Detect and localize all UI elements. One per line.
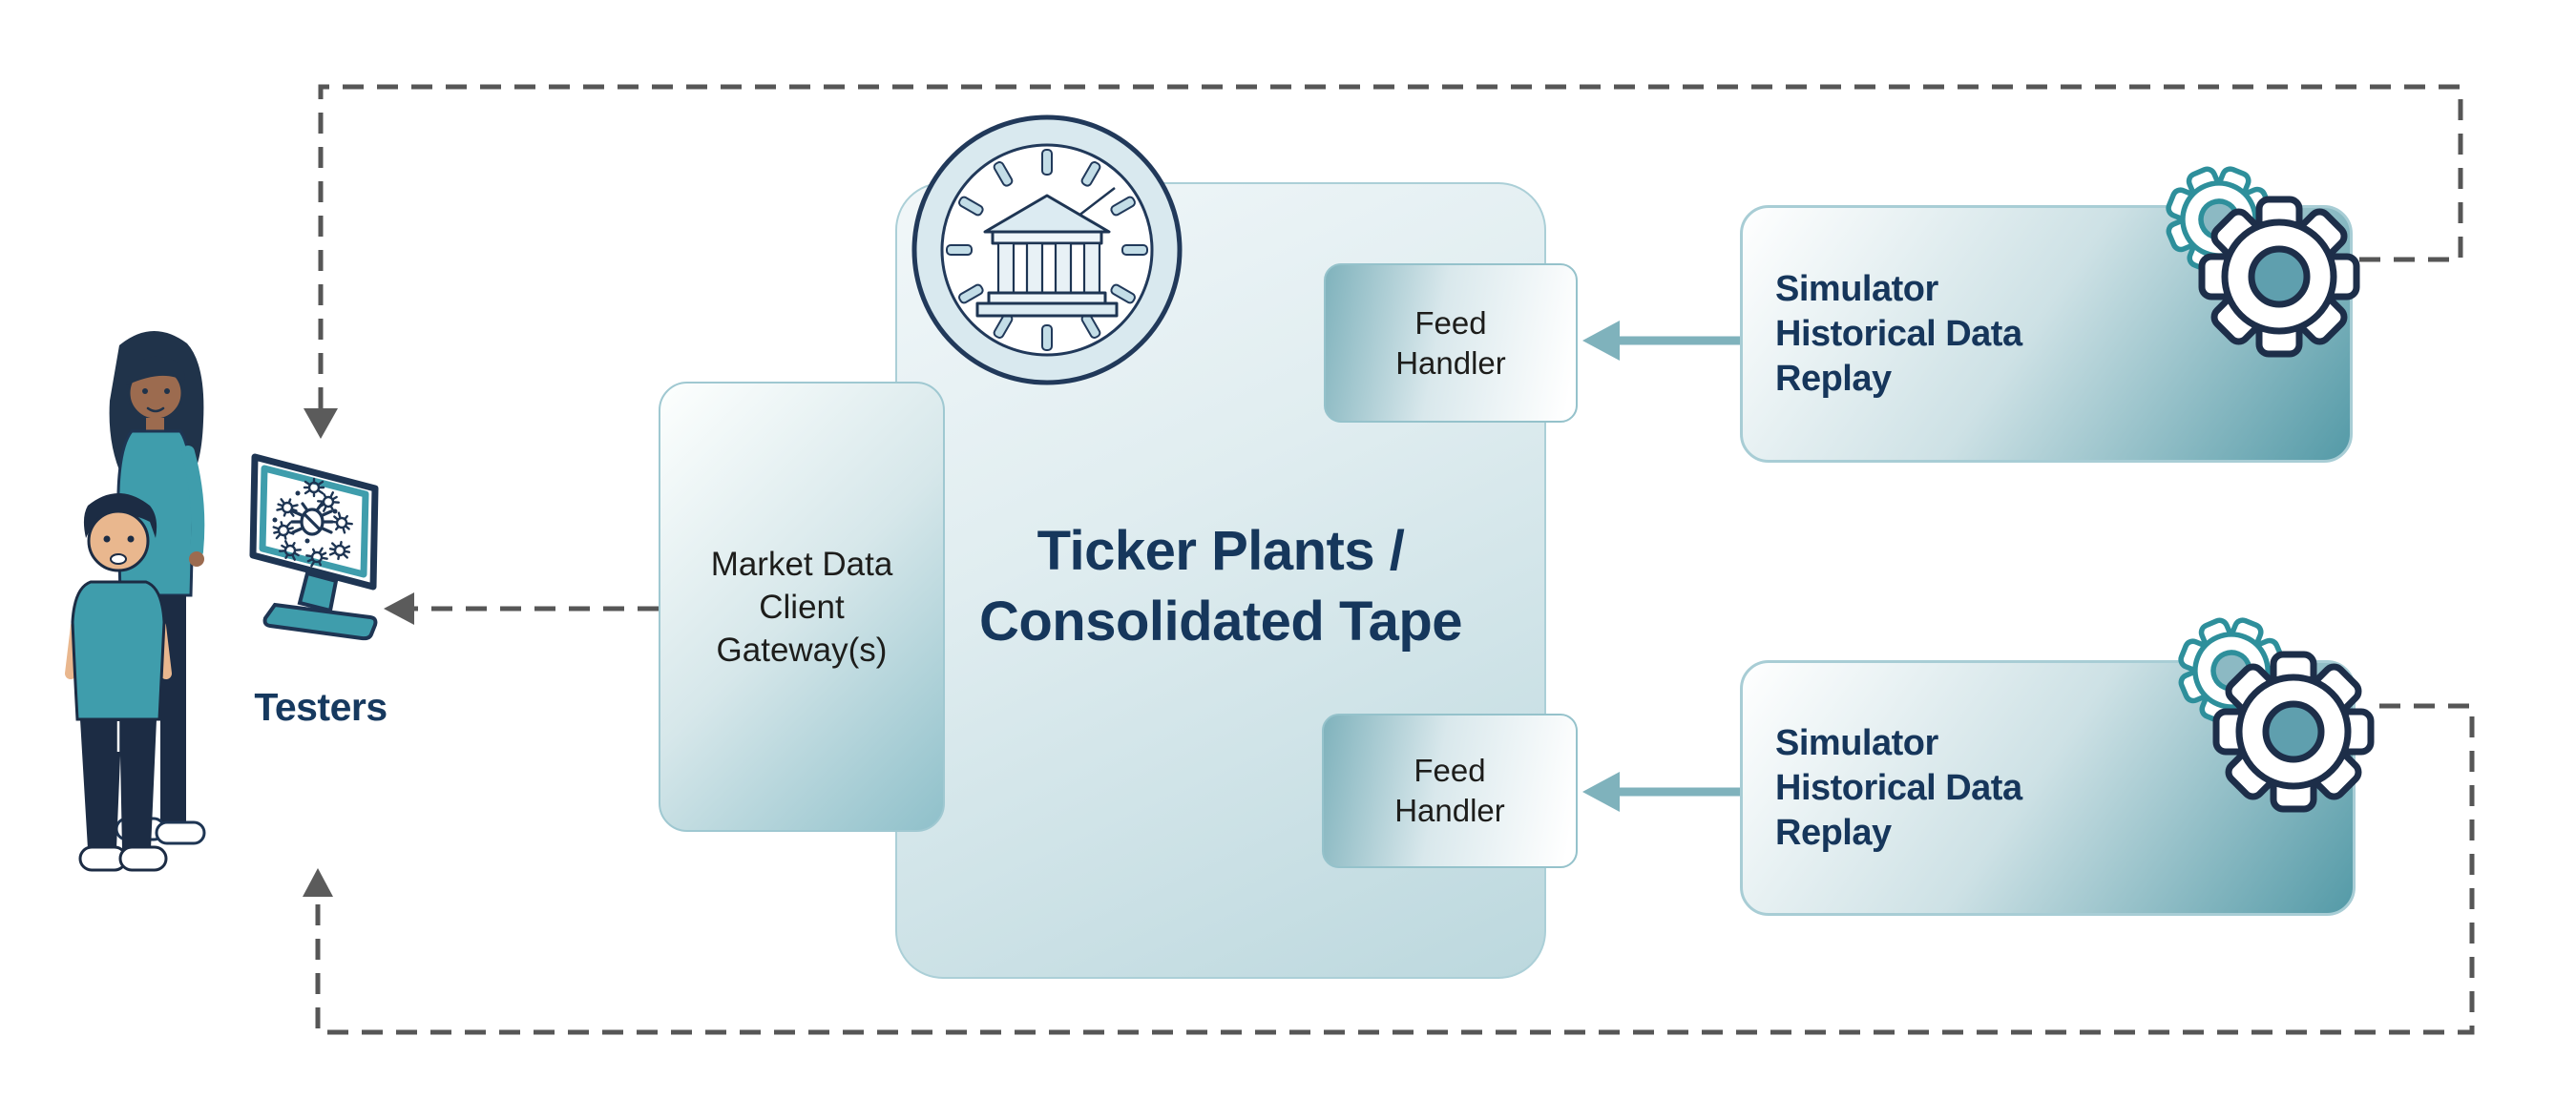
simulator-bottom-line3: Replay (1775, 812, 1892, 853)
feed-handler-top-line1: Feed (1414, 304, 1487, 341)
dashed-arrowheads (303, 408, 414, 897)
simulator-top-line1: Simulator (1775, 268, 1938, 309)
market-gateway-box: Market Data Client Gateway(s) (659, 382, 945, 832)
arrowhead-left-to-monitor (384, 592, 414, 625)
arrowhead-down-to-monitor (304, 408, 338, 439)
feed-handler-bottom-box: Feed Handler (1322, 714, 1578, 868)
testers-label: Testers (254, 685, 387, 729)
tester-boy (65, 493, 172, 872)
feed-handler-bottom-line1: Feed (1414, 753, 1486, 788)
bug-icons-small (270, 477, 356, 570)
tester-woman (109, 330, 206, 845)
market-gateway-line1: Market Data (710, 545, 893, 583)
simulator-top-line3: Replay (1775, 358, 1892, 399)
feed-handler-bottom-line2: Handler (1394, 793, 1505, 828)
feed-handler-bottom-label: Feed Handler (1394, 751, 1505, 831)
market-gateway-line2: Client (759, 588, 845, 626)
ticker-plant-title: Ticker Plants / Consolidated Tape (978, 516, 1463, 657)
bug-icon-large (290, 502, 334, 536)
simulator-bottom-line2: Historical Data (1775, 767, 2022, 808)
simulator-top-line2: Historical Data (1775, 313, 2022, 354)
arrowhead-bottom-feed (1582, 772, 1620, 812)
market-gateway-line3: Gateway(s) (716, 631, 888, 669)
monitor-bugs-icon (249, 453, 379, 641)
arrowhead-top-feed (1582, 321, 1620, 361)
simulator-bottom-label: Simulator Historical Data Replay (1775, 721, 2353, 856)
market-gateway-label: Market Data Client Gateway(s) (711, 543, 893, 672)
feed-handler-top-box: Feed Handler (1324, 263, 1578, 423)
simulator-arrows (1582, 321, 1740, 812)
ticker-plant-title-line2: Consolidated Tape (978, 591, 1463, 653)
testers-illustration (65, 330, 206, 872)
feed-handler-top-line2: Handler (1395, 344, 1506, 381)
simulator-top-box: Simulator Historical Data Replay (1740, 205, 2353, 463)
simulator-top-label: Simulator Historical Data Replay (1775, 267, 2350, 402)
simulator-bottom-line1: Simulator (1775, 722, 1938, 763)
simulator-bottom-box: Simulator Historical Data Replay (1740, 660, 2356, 916)
ticker-plant-title-line1: Ticker Plants / (1037, 520, 1405, 582)
feed-handler-top-label: Feed Handler (1395, 303, 1506, 384)
arrowhead-up-to-testers (303, 868, 333, 897)
